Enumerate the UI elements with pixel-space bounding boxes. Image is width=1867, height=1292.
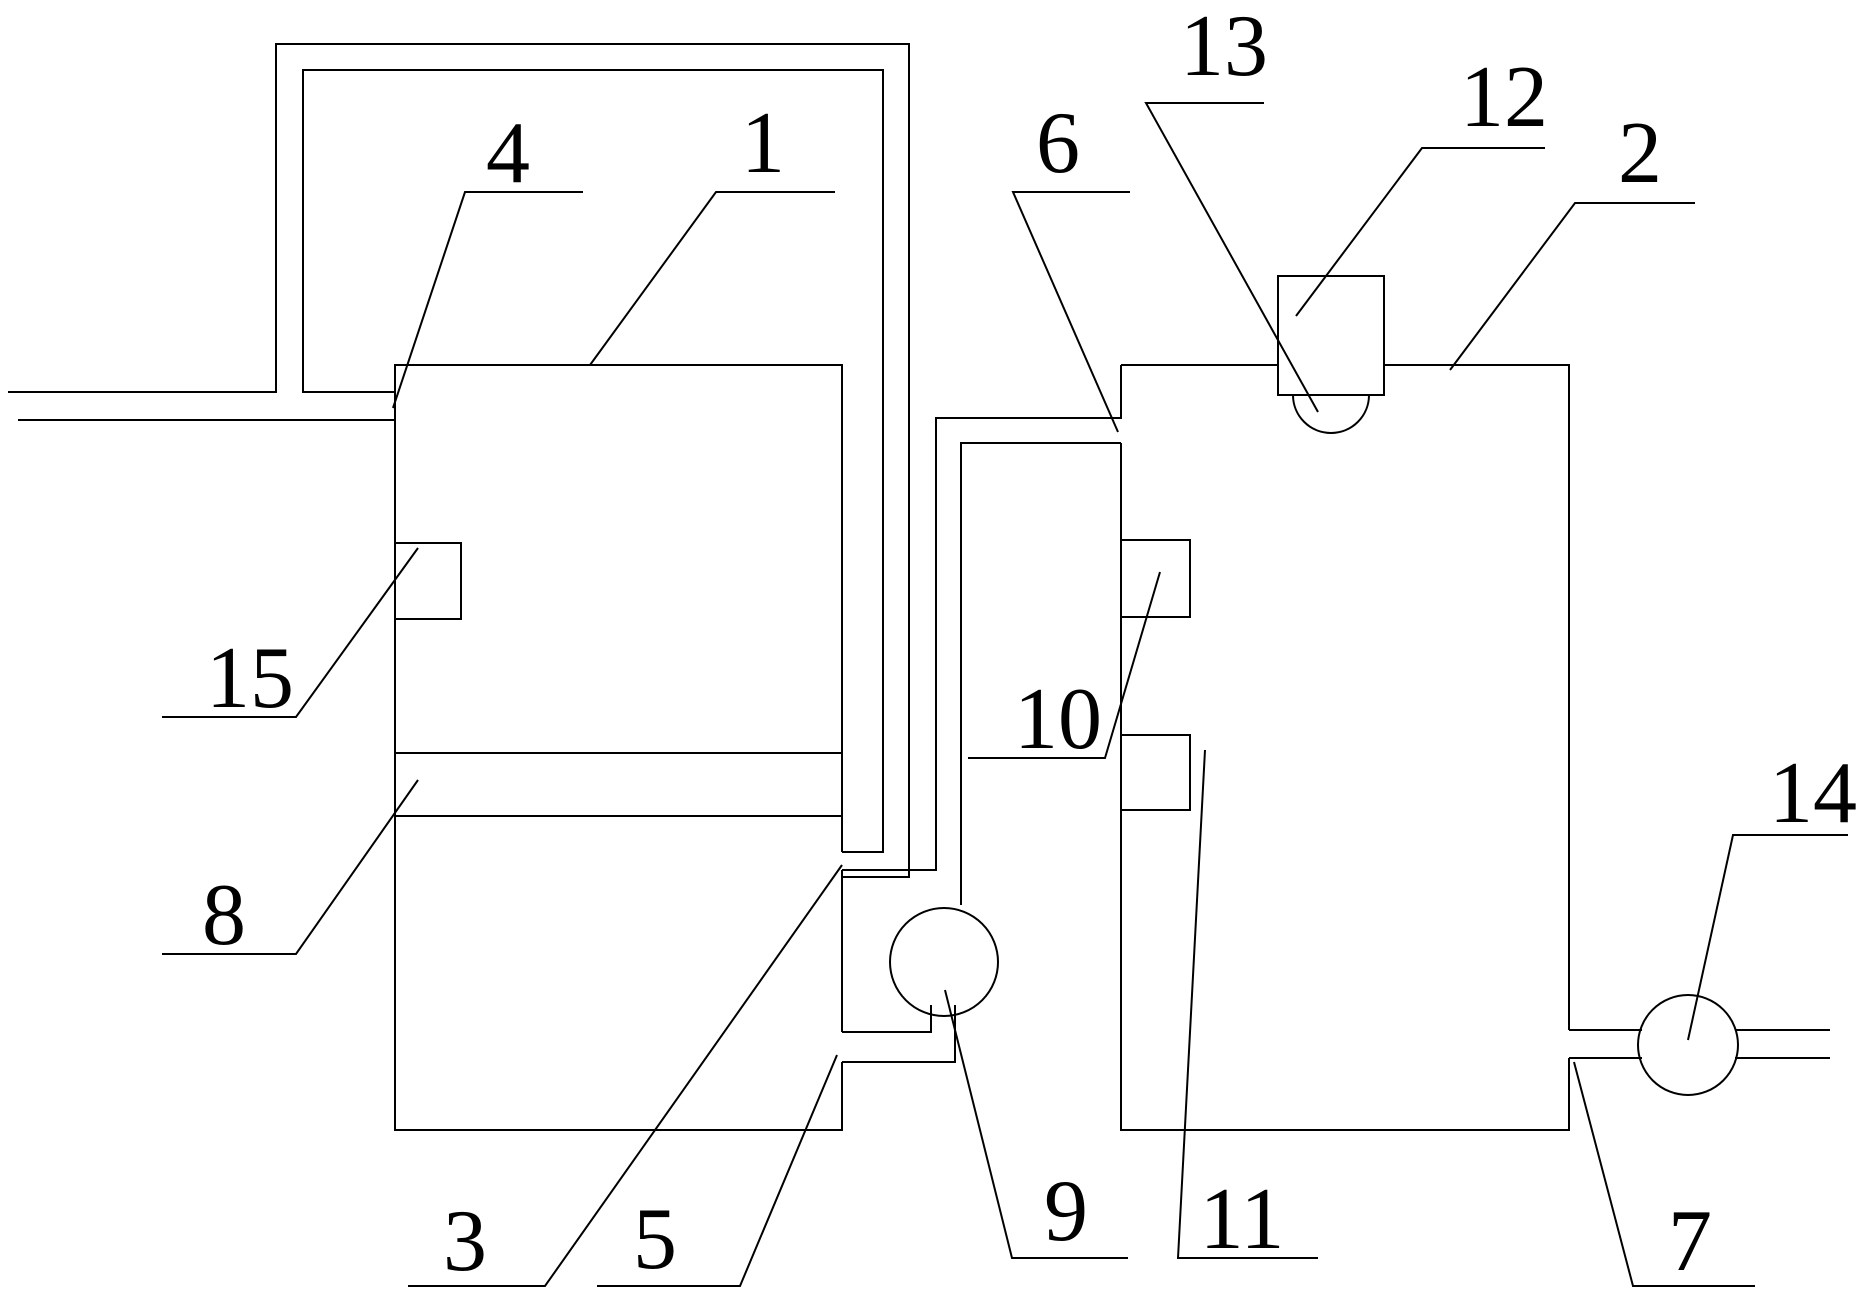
sensor-block-10 bbox=[1120, 539, 1191, 618]
label-13: 13 bbox=[1180, 0, 1268, 95]
label-11: 11 bbox=[1200, 1171, 1285, 1268]
label-7: 7 bbox=[1668, 1193, 1712, 1290]
label-5: 5 bbox=[633, 1191, 677, 1288]
return-pipe-3-4 bbox=[8, 43, 910, 878]
partition-plate-8 bbox=[395, 752, 842, 817]
label-2: 2 bbox=[1618, 105, 1662, 202]
label-14: 14 bbox=[1769, 745, 1857, 842]
sensor-block-15 bbox=[394, 542, 462, 620]
label-1: 1 bbox=[741, 95, 785, 192]
label-12: 12 bbox=[1460, 49, 1548, 146]
dome-13 bbox=[1292, 394, 1370, 434]
label-10: 10 bbox=[1014, 671, 1102, 768]
valve-14 bbox=[1637, 994, 1739, 1096]
label-9: 9 bbox=[1044, 1163, 1088, 1260]
label-3: 3 bbox=[443, 1193, 487, 1290]
label-6: 6 bbox=[1036, 95, 1080, 192]
leader-lines bbox=[162, 102, 1848, 1287]
label-8: 8 bbox=[202, 867, 246, 964]
sensor-block-11 bbox=[1120, 734, 1191, 811]
label-4: 4 bbox=[486, 105, 530, 202]
tank-2 bbox=[1120, 364, 1570, 1131]
pump-9 bbox=[889, 907, 999, 1017]
tank-1 bbox=[394, 364, 843, 1131]
label-15: 15 bbox=[206, 630, 294, 727]
outlet-pipe-7 bbox=[1569, 1029, 1830, 1059]
motor-12 bbox=[1277, 275, 1385, 396]
